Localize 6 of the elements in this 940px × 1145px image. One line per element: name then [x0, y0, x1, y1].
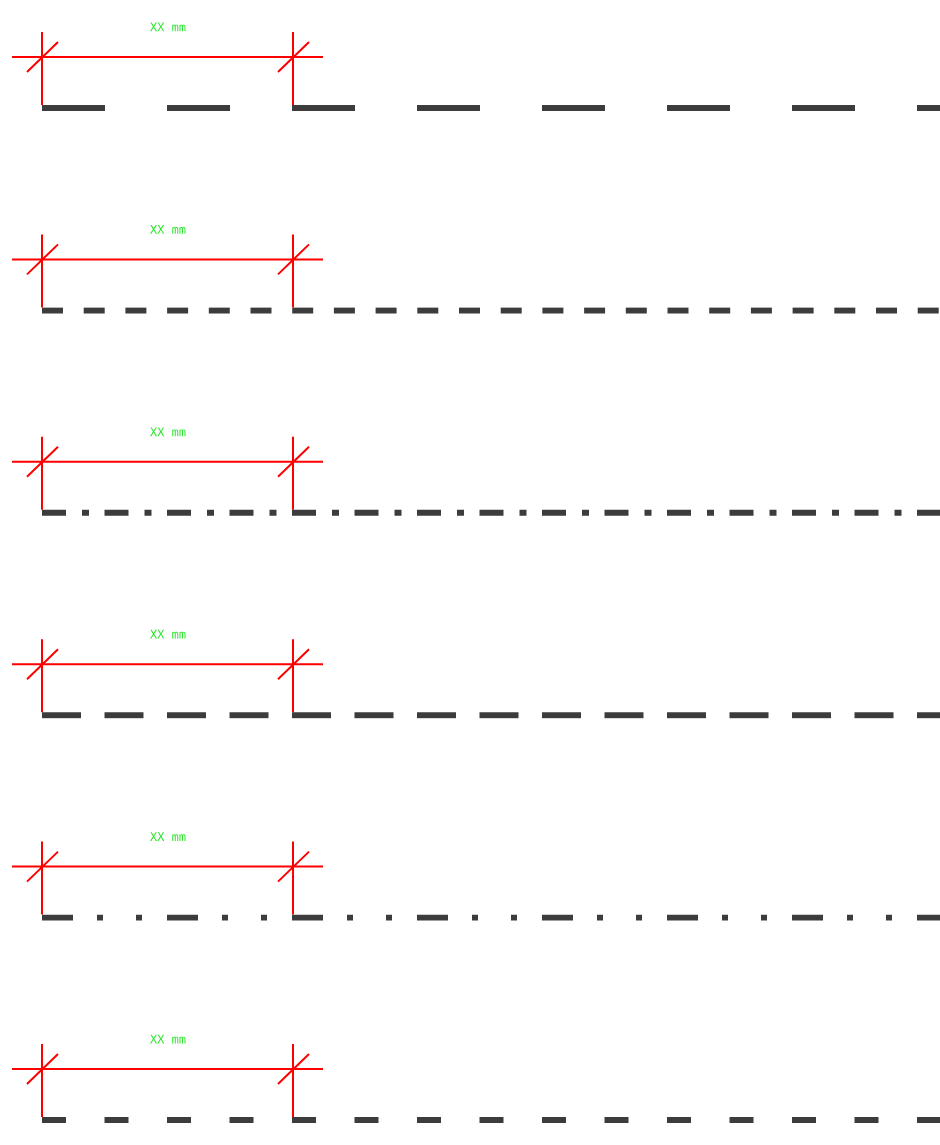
dimension-text: XX mm — [150, 427, 186, 437]
dimension-text: XX mm — [150, 225, 186, 234]
dimension-text: XX mm — [150, 22, 186, 32]
dimension-text: XX mm — [150, 1034, 186, 1044]
dimension-text: XX mm — [150, 629, 186, 639]
dimension-text: XX mm — [150, 832, 186, 841]
